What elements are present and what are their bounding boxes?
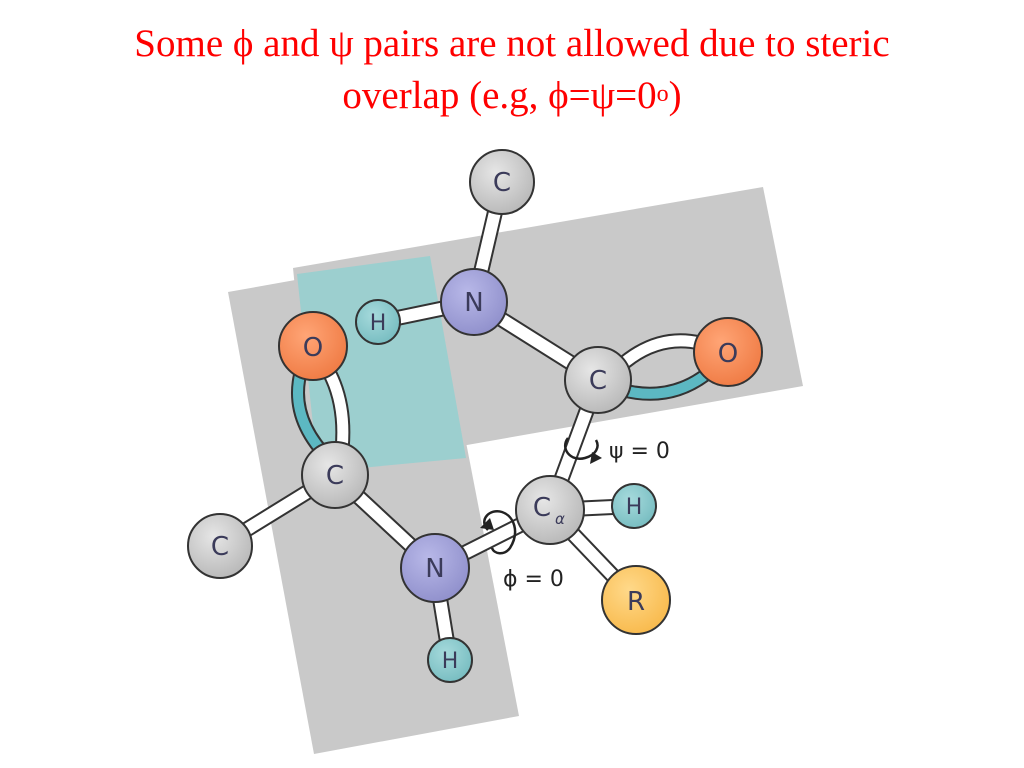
- title-line-2: overlap (e.g, ϕ=ψ=0o): [0, 70, 1024, 122]
- atom-h-lower: H: [427, 637, 473, 683]
- atom-n-upper: N: [440, 268, 508, 336]
- atom-n-lower-label: N: [425, 554, 444, 584]
- phi-rotation-arrow: [480, 509, 517, 555]
- title-line-1: Some ϕ and ψ pairs are not allowed due t…: [134, 22, 890, 65]
- psi-angle-label: ψ = 0: [609, 439, 670, 464]
- atom-n-upper-label: N: [464, 288, 483, 318]
- atom-c-carbonyl-right: C: [564, 346, 632, 414]
- atom-r-group: R: [601, 565, 671, 635]
- atom-c-carbonyl-right-label: C: [589, 366, 607, 396]
- slide-title: Some ϕ and ψ pairs are not allowed due t…: [0, 18, 1024, 122]
- atom-c-far-left: C: [187, 513, 253, 579]
- atom-o-right: O: [693, 317, 763, 387]
- degree-superscript: o: [656, 81, 669, 107]
- atom-o-left-label: O: [303, 333, 323, 363]
- atom-n-lower: N: [400, 533, 470, 603]
- title-line-2-text: overlap (e.g, ϕ=ψ=0: [342, 74, 657, 117]
- atom-c-alpha: C α: [515, 475, 585, 545]
- atom-c-alpha-label: C: [533, 493, 551, 523]
- atom-c-carbonyl-left-label: C: [326, 461, 344, 491]
- psi-rotation-arrow: [563, 437, 602, 464]
- atom-h-alpha: H: [611, 483, 657, 529]
- atom-c-far-left-label: C: [211, 532, 229, 562]
- phi-angle-label: ϕ = 0: [503, 567, 564, 592]
- atom-c-carbonyl-left: C: [301, 441, 369, 509]
- atom-o-right-label: O: [718, 339, 738, 369]
- atom-c-top: C: [469, 149, 535, 215]
- atom-c-top-label: C: [493, 168, 511, 198]
- atom-r-group-label: R: [627, 587, 645, 617]
- atom-h-lower-label: H: [442, 649, 459, 674]
- title-line-2-end: ): [668, 74, 682, 117]
- atom-h-upper: H: [355, 299, 401, 345]
- atom-h-alpha-label: H: [626, 495, 643, 520]
- atom-h-upper-label: H: [370, 311, 387, 336]
- atom-c-alpha-subscript: α: [555, 510, 565, 528]
- atom-o-left: O: [278, 311, 348, 381]
